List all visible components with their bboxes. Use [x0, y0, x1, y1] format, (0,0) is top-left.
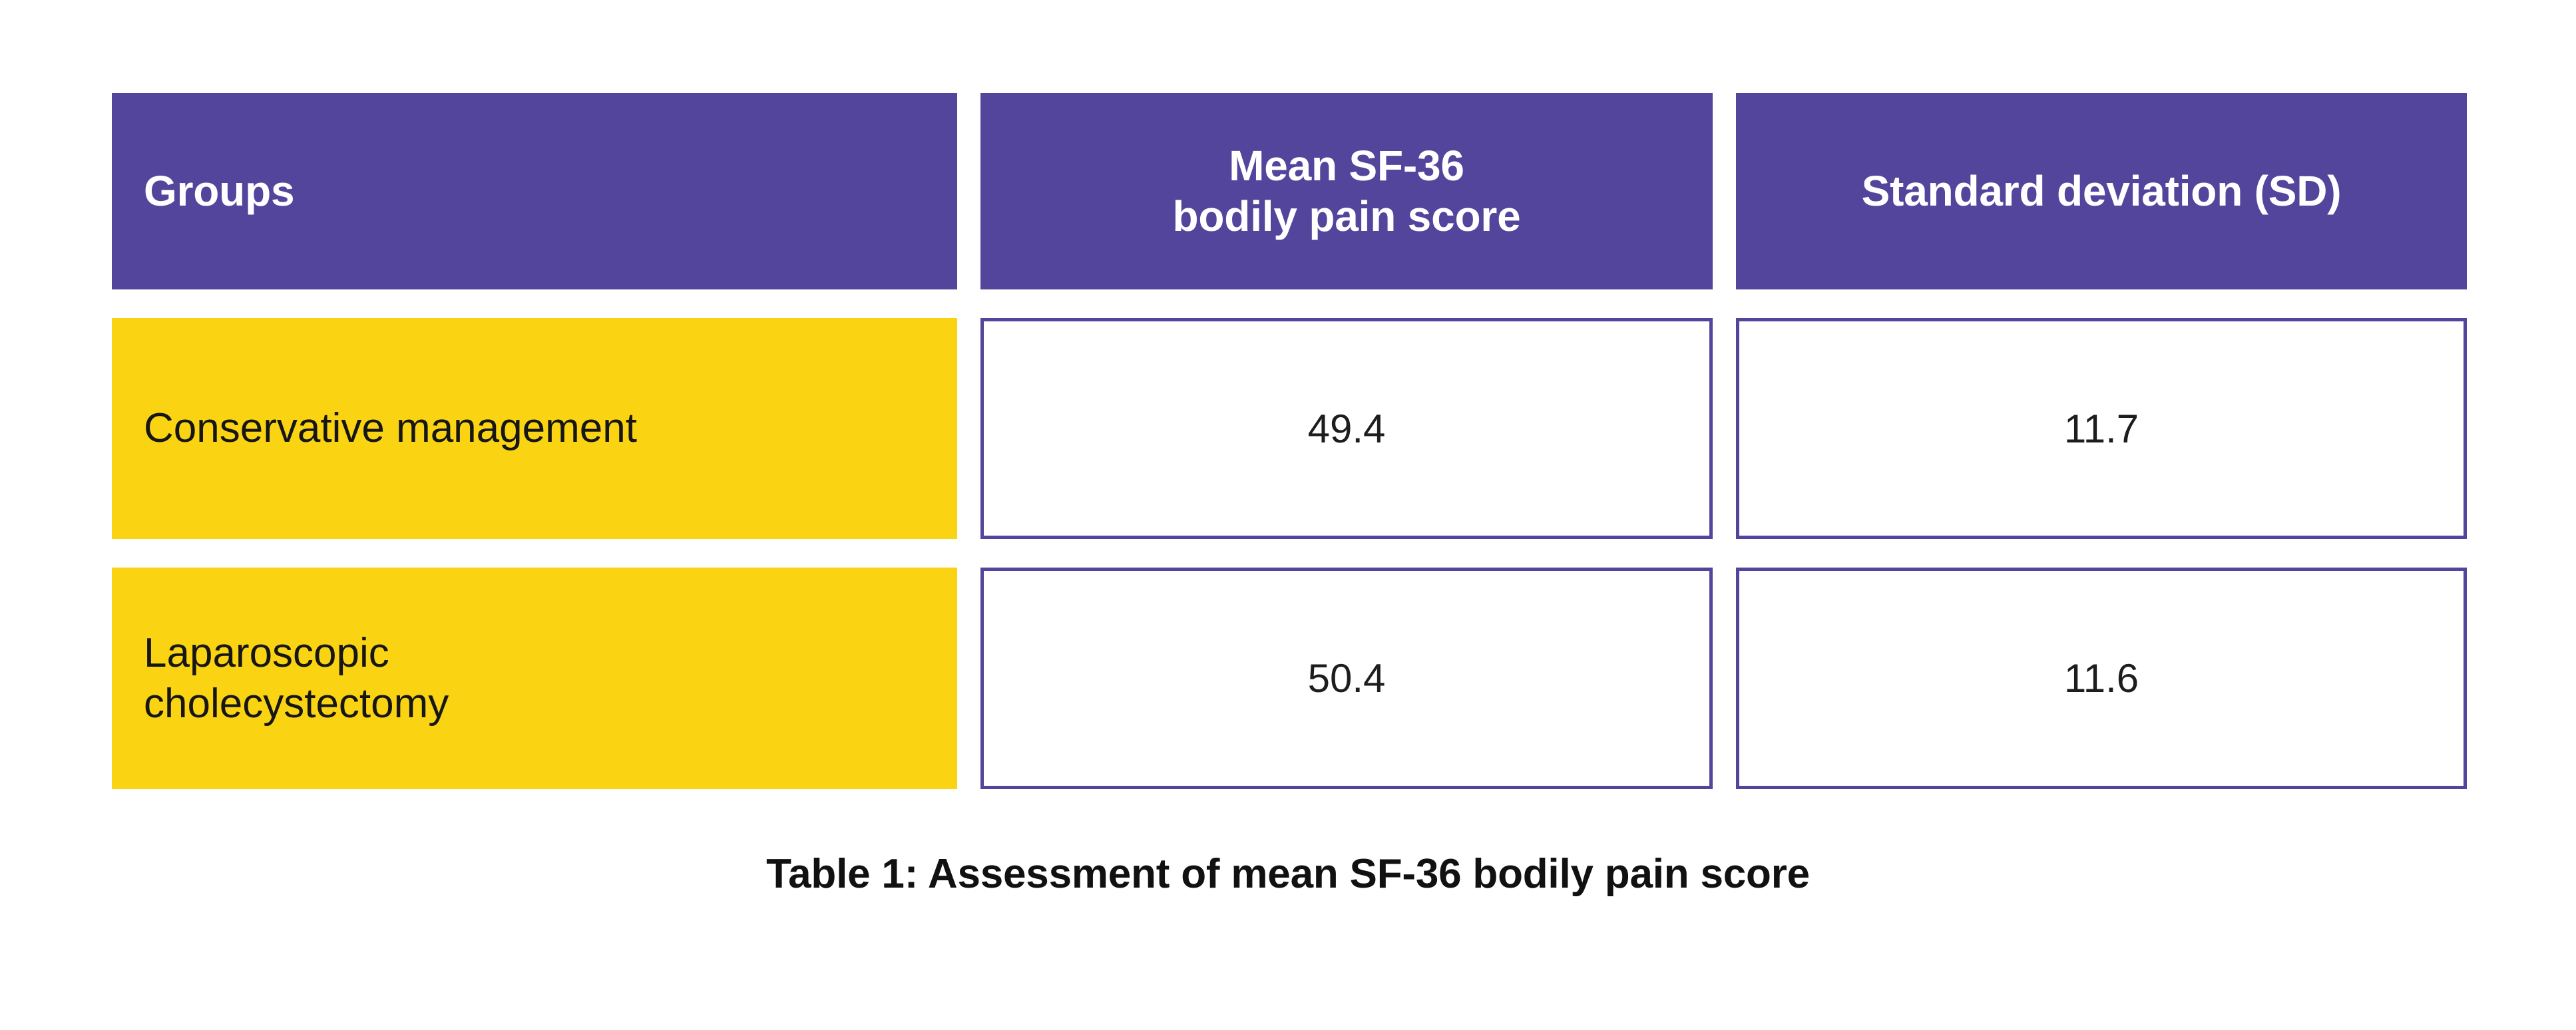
standard-deviation-row-2-value: 11.6	[2063, 656, 2139, 701]
mean-score-row-1-value: 49.4	[1307, 406, 1386, 451]
standard-deviation-row-2: 11.6	[1736, 568, 2467, 789]
table-header-groups-label: Groups	[144, 166, 295, 215]
data-table: Groups Mean SF-36 bodily pain score Stan…	[112, 93, 2467, 789]
table-header-standard-deviation-label: Standard deviation (SD)	[1861, 166, 2342, 215]
mean-score-row-2: 50.4	[980, 568, 1713, 789]
table-header-mean-score: Mean SF-36 bodily pain score	[980, 93, 1713, 289]
mean-score-row-1: 49.4	[980, 318, 1713, 539]
standard-deviation-row-1-value: 11.7	[2063, 406, 2139, 451]
table-grid: Groups Mean SF-36 bodily pain score Stan…	[112, 93, 2467, 789]
table-header-standard-deviation: Standard deviation (SD)	[1736, 93, 2467, 289]
mean-score-row-2-value: 50.4	[1307, 656, 1386, 701]
standard-deviation-row-1: 11.7	[1736, 318, 2467, 539]
group-name-row-2: Laparoscopic cholecystectomy	[144, 629, 449, 727]
table-row: Conservative management	[112, 318, 957, 539]
table-header-mean-score-label: Mean SF-36 bodily pain score	[1172, 141, 1521, 240]
group-name-row-1: Conservative management	[144, 405, 637, 452]
table-header-groups: Groups	[112, 93, 957, 289]
table-row: Laparoscopic cholecystectomy	[112, 568, 957, 789]
table-caption: Table 1: Assessment of mean SF-36 bodily…	[766, 851, 1810, 897]
